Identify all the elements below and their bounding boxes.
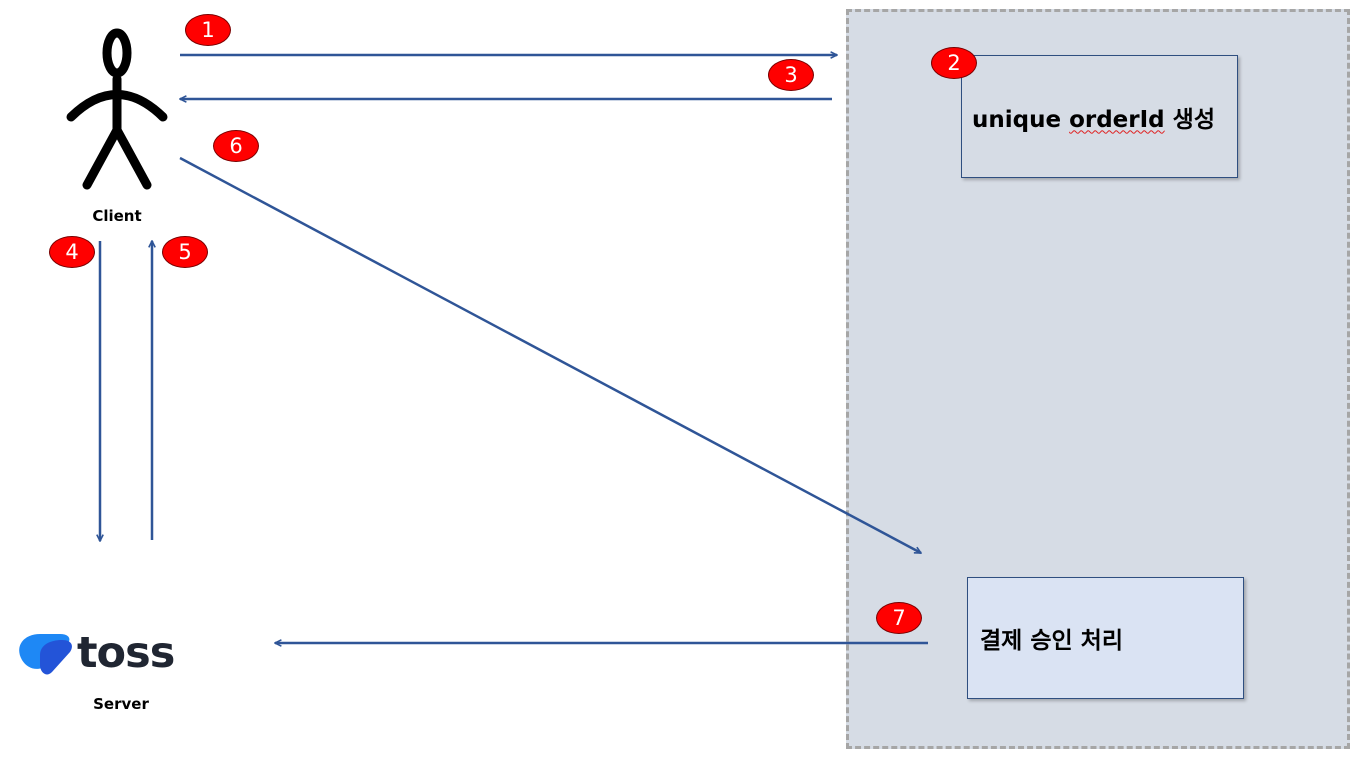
step-badge-7: 7	[876, 602, 922, 634]
toss-logo-wordmark: toss	[77, 628, 175, 678]
client-label: Client	[92, 207, 142, 225]
order-id-box: unique orderId 생성	[961, 55, 1238, 178]
step-badge-1: 1	[185, 14, 231, 46]
payment-approval-box: 결제 승인 처리	[967, 577, 1244, 699]
step-badge-6: 6	[213, 130, 259, 162]
toss-logo-icon	[19, 634, 72, 675]
order-id-word: orderId	[1069, 106, 1165, 133]
order-id-text: unique orderId 생성	[972, 106, 1215, 133]
step-badge-3: 3	[768, 59, 814, 91]
step-badge-5: 5	[162, 236, 208, 268]
step-badge-4: 4	[49, 236, 95, 268]
step-badge-2: 2	[931, 47, 977, 79]
arrow-step-6	[179, 156, 921, 555]
payment-approval-text: 결제 승인 처리	[980, 628, 1123, 654]
server-label: Server	[93, 695, 149, 713]
client-stick-figure-icon	[66, 28, 168, 190]
